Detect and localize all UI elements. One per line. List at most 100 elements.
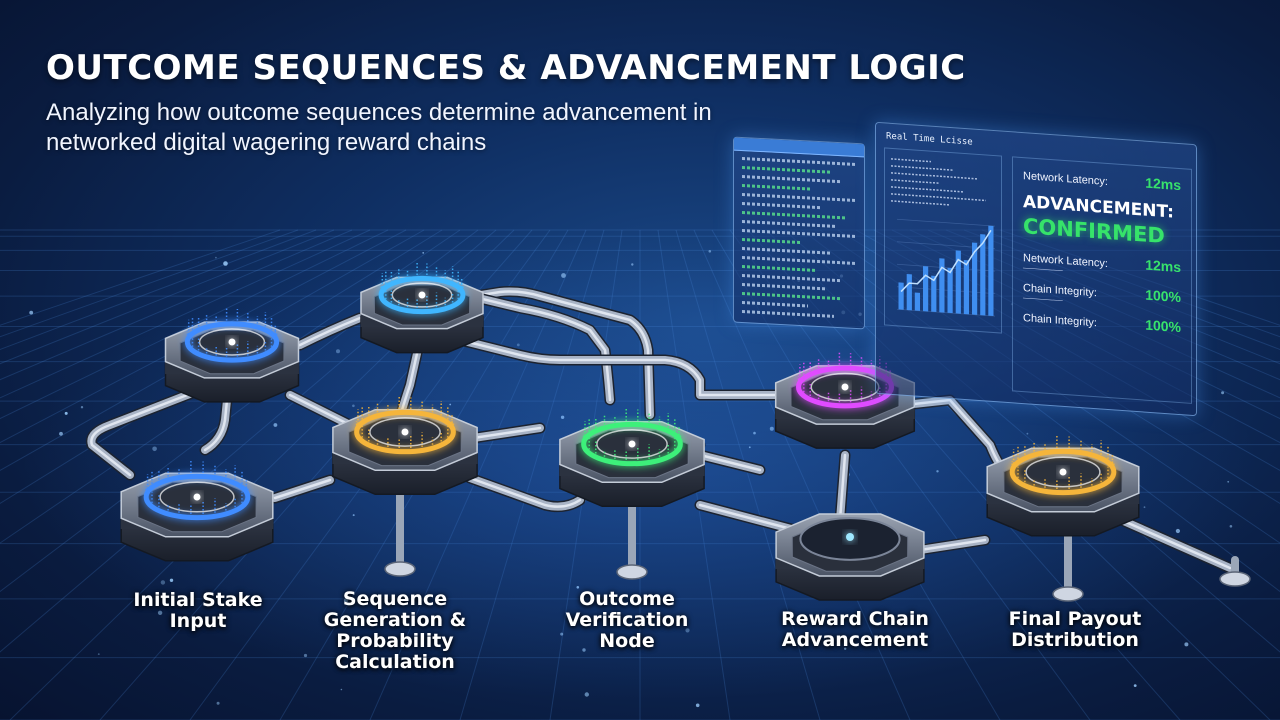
pipe-highlight: [228, 316, 362, 362]
pipe-highlight: [448, 290, 652, 417]
pipe-highlight: [468, 476, 582, 508]
chart-bar: [988, 225, 994, 317]
chart-gridline: [897, 218, 995, 227]
dashboard-heading: Real Time Lcisse: [886, 131, 973, 148]
chart-bar: [980, 234, 986, 316]
sparkle-dot: [422, 252, 425, 254]
stat-value: 100%: [1145, 316, 1181, 336]
page-title: OUTCOME SEQUENCES & ADVANCEMENT LOGIC: [46, 48, 966, 88]
pipe-highlight: [90, 388, 202, 477]
stat-value: 12ms: [1145, 174, 1181, 194]
dashboard-panel: Real Time Lcisse Network Latency: 12ms A…: [875, 121, 1197, 417]
stat-row: Network Latency: 12ms: [1023, 166, 1181, 193]
chart-bar: [906, 273, 912, 311]
log-line: [742, 247, 830, 255]
label-line: Calculation: [335, 651, 455, 673]
dashboard-chart-box: [884, 147, 1002, 334]
node-label-reward: Reward Chain Advancement: [760, 609, 950, 651]
label-line: Probability: [336, 630, 454, 652]
chart-log-line: [891, 193, 986, 202]
grid-line: [0, 229, 281, 326]
label-line: Distribution: [1011, 629, 1139, 651]
log-line: [742, 184, 812, 191]
log-line: [742, 301, 808, 308]
node-core-light: [846, 533, 854, 541]
label-line: Reward Chain: [781, 608, 929, 630]
label-line: Sequence: [342, 588, 448, 610]
pipe-highlight: [458, 338, 787, 397]
pipe-highlight: [698, 503, 797, 532]
log-line: [742, 283, 826, 291]
sparkle-dot: [1133, 684, 1137, 687]
node-payout: [986, 434, 1140, 537]
node-initial: [120, 459, 274, 562]
chart-log-line: [891, 158, 931, 163]
stat-label: Network Latency:: [1023, 170, 1108, 189]
pipe-end-cap: [1052, 586, 1084, 602]
nodes-layer: [120, 261, 1140, 601]
grid-line: [0, 229, 299, 338]
node-verification: [559, 407, 705, 508]
chart-bar: [955, 250, 961, 314]
chart-log-line: [891, 179, 940, 185]
label-line: Generation &: [323, 609, 467, 631]
pipe-highlight: [400, 338, 422, 412]
label-line: Input: [169, 610, 227, 632]
node-core-light: [228, 338, 236, 346]
pipe-end-cap: [616, 564, 648, 580]
node-core-light: [841, 383, 849, 391]
sparkle-dot: [216, 701, 220, 705]
label-line: Advancement: [781, 629, 929, 651]
pipe-highlight: [1108, 513, 1232, 570]
node-core-light: [401, 428, 409, 436]
label-line: Final Payout: [1008, 608, 1142, 630]
log-line: [742, 310, 834, 318]
log-line: [742, 157, 856, 166]
pipe-highlight: [273, 478, 332, 500]
log-line: [742, 220, 837, 228]
log-line: [742, 265, 817, 272]
sparkle-dot: [340, 688, 343, 691]
pipe-highlight: [838, 453, 847, 522]
label-line: Verification: [565, 609, 689, 631]
node-label-verification: Outcome Verification Node: [537, 589, 717, 652]
sparkle-dot: [97, 653, 100, 655]
sparkle-dot: [215, 256, 217, 259]
log-line: [742, 292, 842, 301]
log-line: [742, 229, 856, 238]
node-inner-ring: [159, 481, 235, 513]
chart-log-line: [891, 172, 977, 180]
node-core-light: [628, 440, 636, 448]
label-line: Outcome: [579, 588, 675, 610]
chart-bar: [931, 275, 937, 313]
chart-log-line: [891, 165, 954, 172]
grid-line: [0, 229, 353, 381]
log-line: [742, 175, 842, 184]
stats-box: Network Latency: 12ms ADVANCEMENT: CONFI…: [1012, 156, 1192, 404]
grid-line: [999, 229, 1280, 326]
pipe-highlight: [288, 393, 352, 427]
log-line: [742, 202, 822, 210]
chart-log-line: [891, 186, 963, 193]
chart-bar: [972, 242, 978, 315]
stat-value: 100%: [1145, 286, 1181, 306]
log-line: [742, 238, 802, 245]
dashboard-bar-chart: [891, 158, 995, 317]
node-inner-ring: [596, 429, 668, 459]
sparkle-dot: [223, 261, 228, 266]
stat-row: Chain Integrity: 100%: [1023, 308, 1181, 335]
node-core-light: [193, 493, 201, 501]
chart-bar: [939, 258, 945, 313]
node-reward: [775, 513, 925, 601]
log-line: [742, 274, 840, 283]
pipe-end-cap: [384, 561, 416, 577]
log-panel: [733, 136, 865, 330]
chart-log-line: [891, 200, 949, 206]
node-label-sequence: Sequence Generation & Probability Calcul…: [300, 589, 490, 673]
log-line: [742, 256, 856, 265]
page-subtitle: Analyzing how outcome sequences determin…: [46, 99, 712, 156]
node-label-payout: Final Payout Distribution: [985, 609, 1165, 651]
grid-line: [0, 229, 317, 351]
chart-trend-line: [900, 229, 992, 293]
